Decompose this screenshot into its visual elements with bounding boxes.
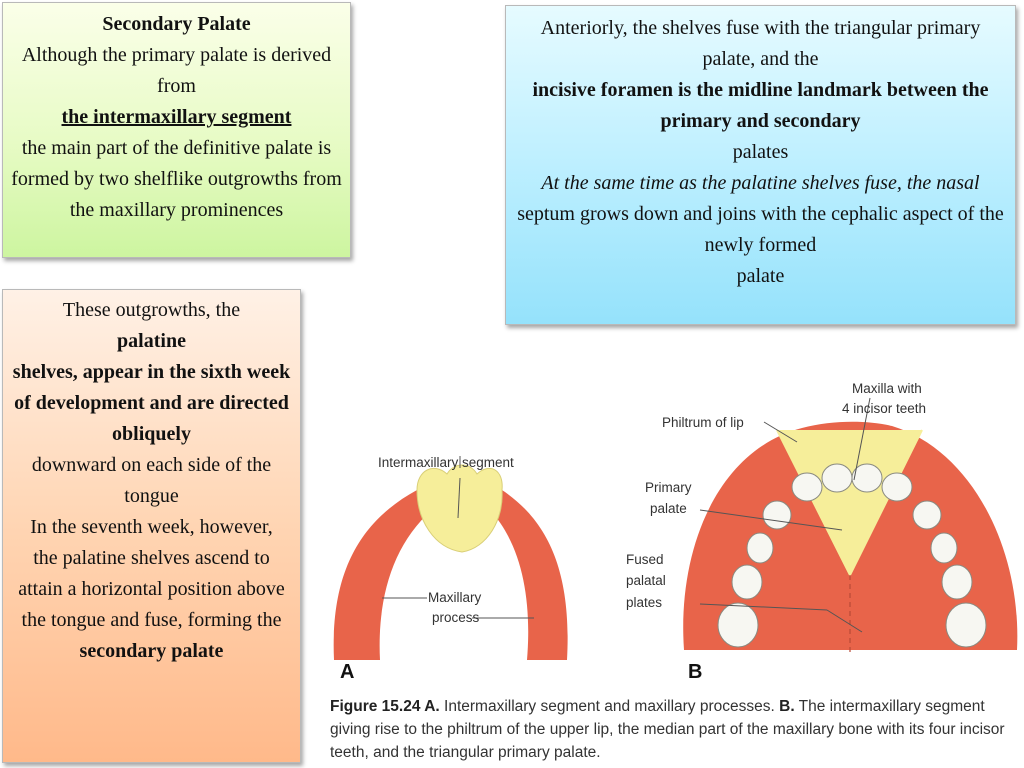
box-text: In the seventh week, however,	[30, 516, 273, 538]
box-text: the main part of the definitive palate i…	[11, 137, 342, 221]
box-text: palates	[732, 141, 789, 163]
box-text: Although the primary palate is derived f…	[21, 44, 332, 97]
box-bold-text: secondary palate	[79, 640, 224, 662]
label-maxilla: 4 incisor teeth	[842, 401, 926, 416]
label-fused-palatal-plates: plates	[626, 595, 662, 610]
text-box-palatine-shelves: These outgrowths, the palatine shelves, …	[2, 289, 301, 763]
palate-figure: Intermaxillary segment Maxillary process…	[333, 381, 1018, 683]
label-fused-palatal-plates: palatal	[626, 573, 666, 588]
caption-part-b: B.	[779, 698, 795, 715]
text-box-secondary-palate: Secondary Palate Although the primary pa…	[2, 2, 351, 258]
box-text: the palatine shelves ascend to attain a …	[18, 547, 285, 631]
box-text: septum grows down and joins with the cep…	[517, 203, 1004, 256]
caption-text: The intermaxillary segment giving rise t…	[330, 698, 1005, 761]
box-bold-text: incisive foramen is the midline landmark…	[532, 79, 989, 132]
teeth	[717, 463, 987, 648]
box-title: Secondary Palate	[102, 13, 251, 35]
box-text: palate	[736, 265, 785, 287]
panel-b-diagram	[683, 397, 1018, 652]
label-maxilla: Maxilla with	[852, 381, 922, 396]
box-bold-text: palatine	[117, 330, 186, 352]
figure-caption: Figure 15.24 A. Intermaxillary segment a…	[330, 695, 1020, 764]
intermaxillary-segment	[416, 464, 503, 553]
maxillary-process-left	[333, 490, 432, 660]
text-box-incisive-foramen: Anteriorly, the shelves fuse with the tr…	[505, 5, 1016, 325]
label-philtrum: Philtrum of lip	[662, 415, 744, 430]
box-bold-text: shelves, appear in the sixth week of dev…	[12, 361, 291, 445]
caption-figure-number: Figure 15.24 A.	[330, 698, 440, 715]
maxillary-process-right	[490, 490, 568, 660]
panel-label-b: B	[688, 661, 702, 683]
label-maxillary-process: Maxillary	[428, 590, 482, 605]
box-underlined-text: the intermaxillary segment	[61, 106, 292, 128]
label-maxillary-process: process	[432, 610, 480, 625]
label-primary-palate: palate	[650, 501, 687, 516]
panel-label-a: A	[340, 661, 354, 683]
panel-a-diagram	[333, 456, 568, 660]
box-text: These outgrowths, the	[62, 299, 241, 321]
box-text: Anteriorly, the shelves fuse with the tr…	[540, 17, 981, 70]
label-primary-palate: Primary	[645, 480, 692, 495]
label-intermaxillary-segment: Intermaxillary segment	[378, 455, 514, 470]
box-text: downward on each side of the tongue	[31, 454, 272, 507]
box-italic-text: At the same time as the palatine shelves…	[541, 172, 980, 194]
label-fused-palatal-plates: Fused	[626, 552, 664, 567]
caption-text: Intermaxillary segment and maxillary pro…	[444, 698, 775, 715]
primary-palate	[777, 430, 922, 575]
